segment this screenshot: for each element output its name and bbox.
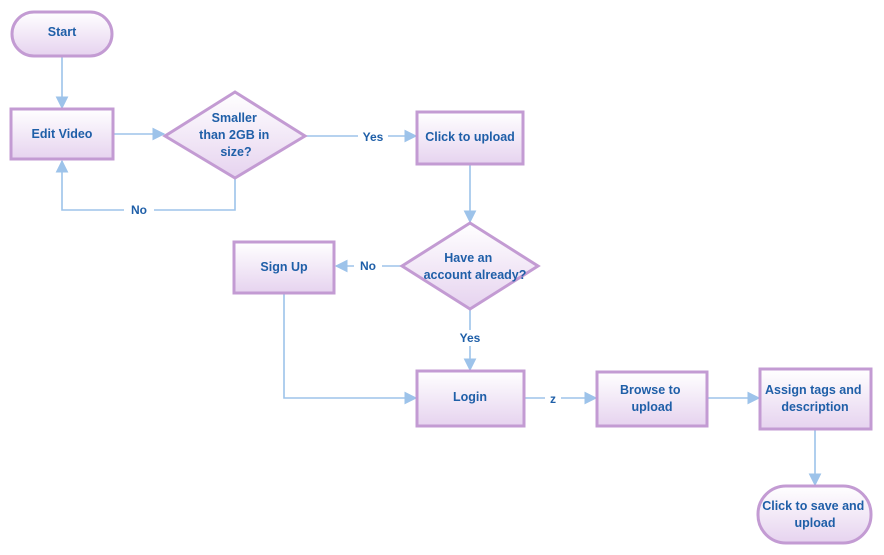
node-browse-to-upload-label: Browse to upload [620,383,684,414]
node-browse-to-upload[interactable]: Browse to upload [595,370,709,428]
node-account-check-label: Have an account already? [424,251,527,282]
node-click-to-upload[interactable]: Click to upload [415,110,525,166]
node-sign-up-label: Sign Up [260,260,308,274]
node-edit-video-label: Edit Video [32,127,93,141]
node-assign-tags-label: Assign tags and description [765,383,865,414]
edge-label-size-yes: Yes [363,130,384,144]
edge-labels: Yes No No Yes z [124,128,561,407]
node-size-check-label: Smaller than 2GB in size? [199,111,273,159]
node-account-check[interactable]: Have an account already? [399,221,541,311]
node-click-to-save-label: Click to save and upload [762,499,868,530]
node-login[interactable]: Login [415,369,526,428]
node-start-label: Start [48,25,77,39]
node-login-label: Login [453,390,487,404]
edge-label-account-no: No [360,259,376,273]
node-click-to-upload-label: Click to upload [425,130,515,144]
edge-label-login-browse: z [550,392,556,406]
node-assign-tags[interactable]: Assign tags and description [758,367,873,431]
node-click-to-save[interactable]: Click to save and upload [756,484,873,545]
node-sign-up[interactable]: Sign Up [232,240,336,295]
edge-label-size-no: No [131,203,147,217]
node-size-check[interactable]: Smaller than 2GB in size? [162,90,308,180]
edge-signup-login [283,294,418,405]
edge-label-account-yes: Yes [460,331,481,345]
node-start[interactable]: Start [10,10,114,58]
node-edit-video[interactable]: Edit Video [9,107,115,161]
